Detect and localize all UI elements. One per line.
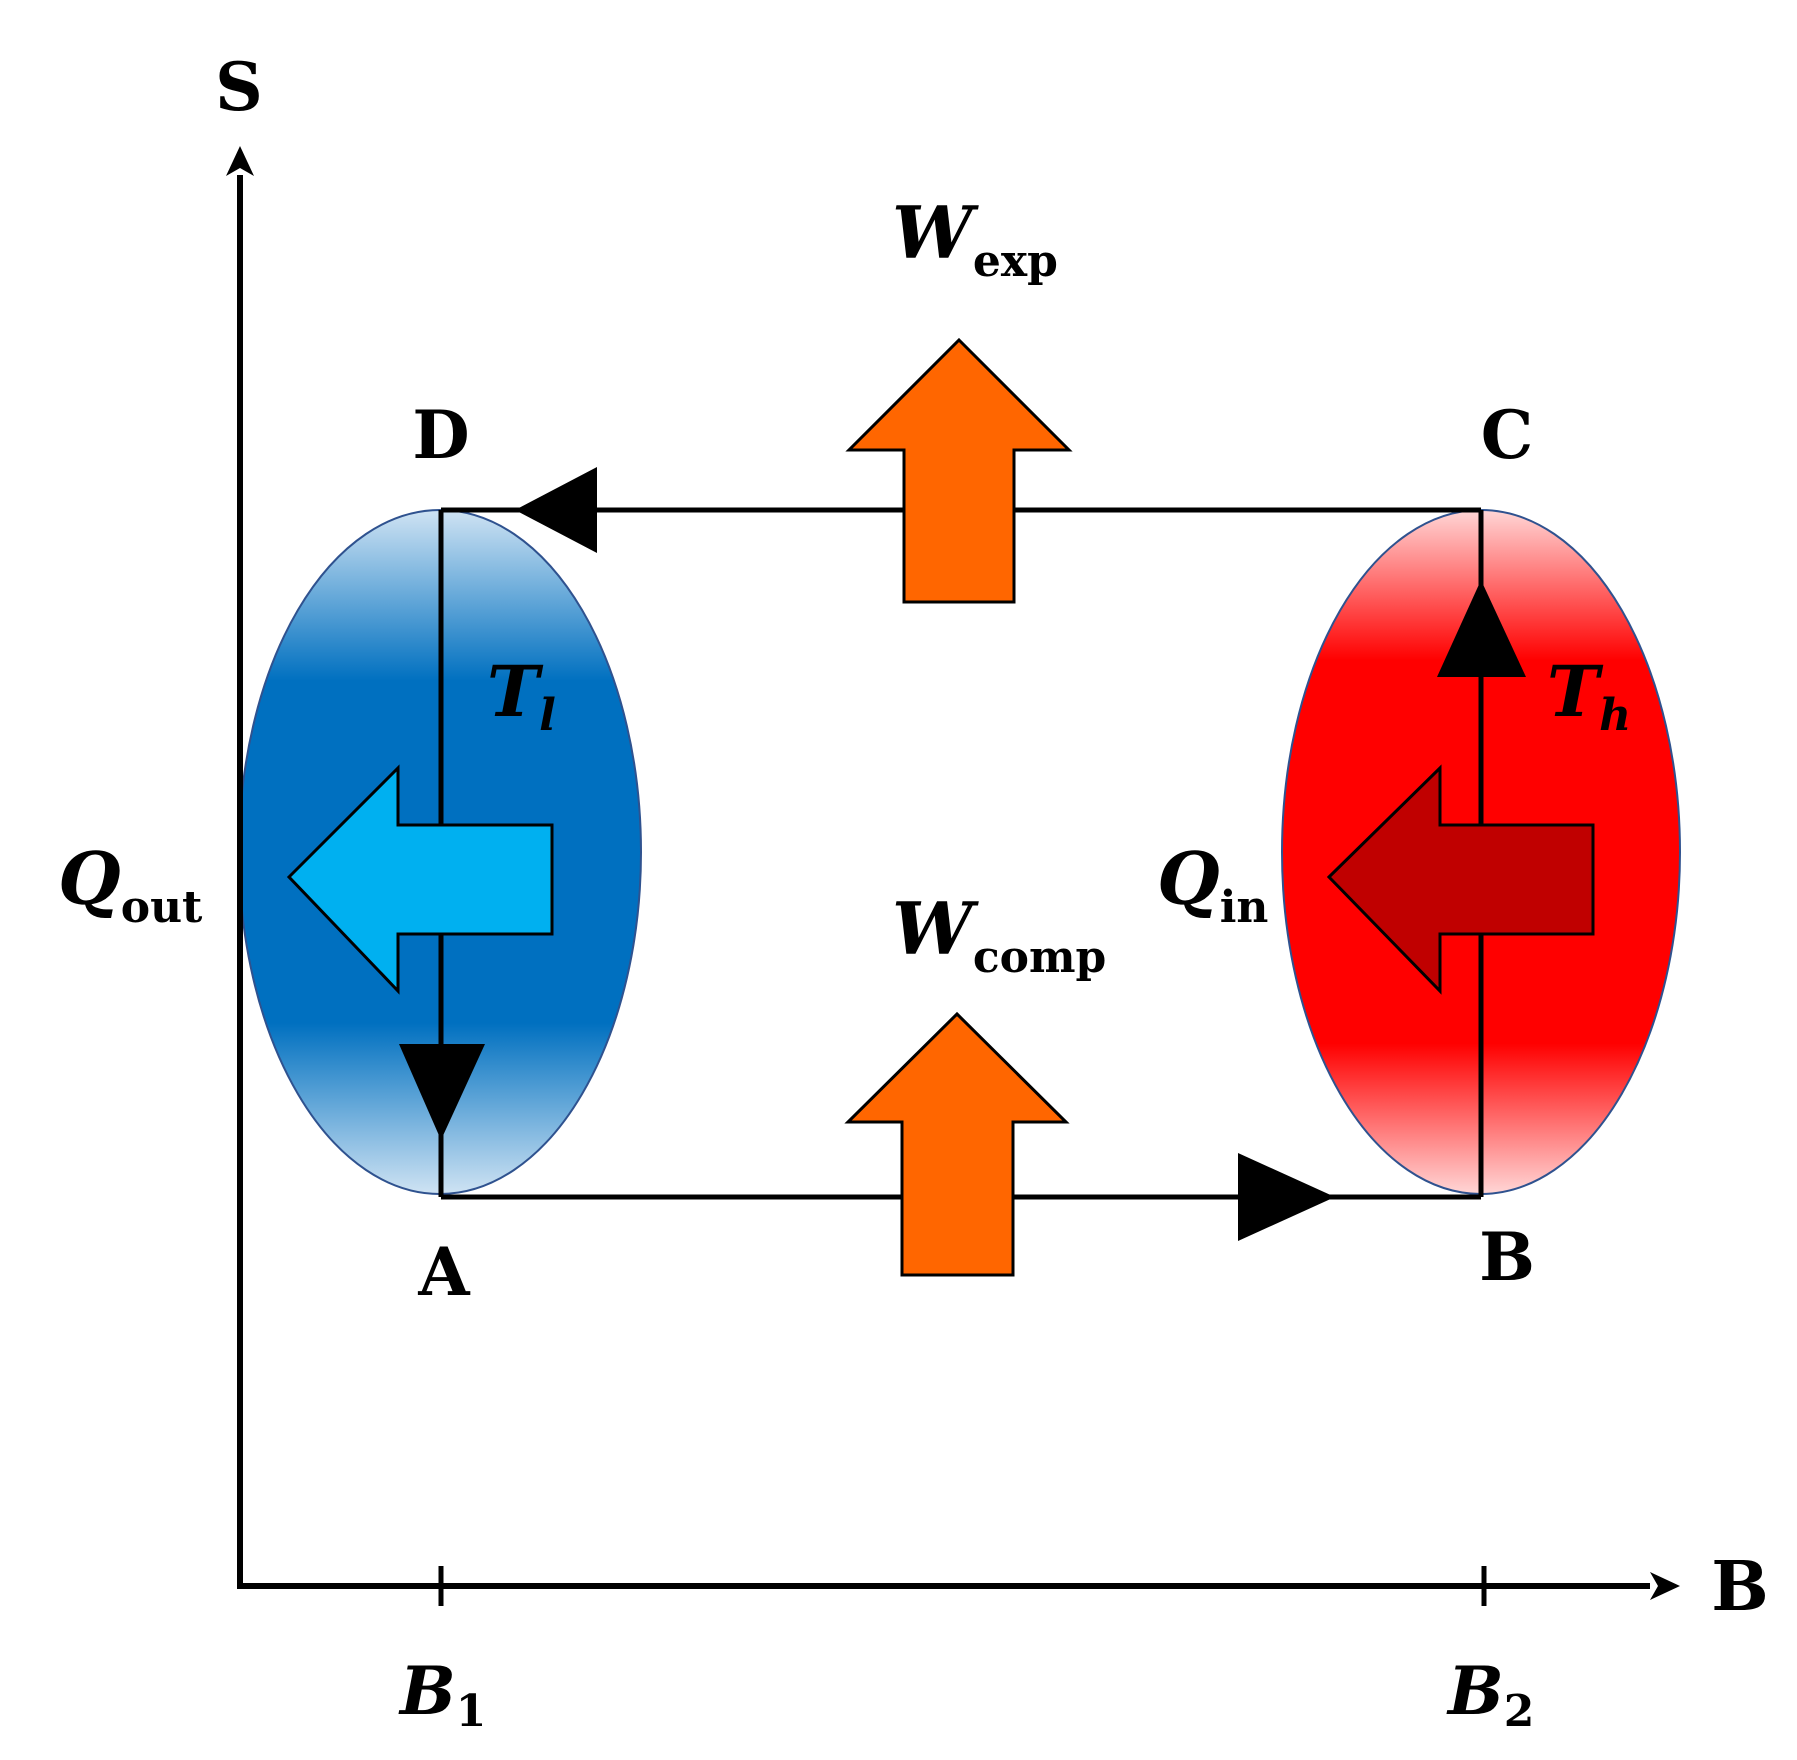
- x-tick-label-b1: B1: [398, 1652, 486, 1737]
- x-tick-label-b2: B2: [1446, 1652, 1534, 1737]
- direction-arrow-right-icon: [1238, 1153, 1335, 1241]
- y-axis-label: S: [215, 48, 263, 126]
- y-axis-arrow-icon: [226, 146, 254, 176]
- direction-arrow-left-icon: [515, 467, 597, 553]
- point-label-a: A: [417, 1233, 470, 1311]
- w-comp-arrow-icon: [848, 1014, 1066, 1275]
- point-label-d: D: [412, 396, 469, 474]
- q-in-label: Qin: [1157, 836, 1268, 933]
- w-comp-label: Wcomp: [892, 886, 1106, 983]
- w-exp-label: Wexp: [892, 190, 1058, 287]
- x-axis-label: B: [1711, 1547, 1768, 1627]
- point-label-b: B: [1479, 1218, 1535, 1296]
- q-out-label: Qout: [58, 836, 203, 933]
- w-exp-arrow-icon: [849, 340, 1069, 602]
- point-label-c: C: [1481, 396, 1534, 474]
- x-axis-arrow-icon: [1650, 1572, 1680, 1600]
